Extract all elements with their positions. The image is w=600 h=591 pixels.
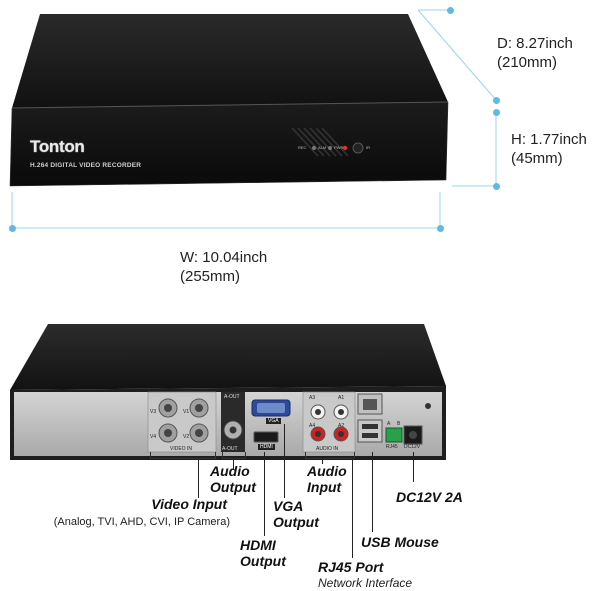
vga-leader — [284, 424, 285, 498]
front-vent-slots — [291, 127, 349, 157]
video-in-panel — [147, 391, 217, 453]
callout-dc-power-line1: DC12V 2A — [396, 489, 463, 505]
rj45-leader — [352, 458, 353, 558]
rear-top-surface — [10, 324, 446, 390]
width-dot-right — [437, 225, 444, 232]
usb-ports — [357, 419, 383, 443]
hdmi-leader — [264, 452, 265, 536]
depth-dot-bottom — [493, 97, 500, 104]
width-dot-left — [9, 225, 16, 232]
aout-bottom-label: A-OUT — [222, 446, 238, 452]
width-inch: W: 10.04inch — [180, 249, 268, 266]
bnc-label-v4: V4 — [150, 434, 157, 440]
callout-audio-output-line1: Audio — [210, 463, 250, 479]
bnc-label-v2: V2 — [183, 434, 190, 440]
bnc-label-v1: V1 — [183, 409, 190, 415]
width-dimension: W: 10.04inch (255mm) — [180, 248, 267, 286]
callout-hdmi-output-line1: HDMI — [240, 537, 276, 553]
led-pwr — [342, 145, 348, 151]
callout-usb-mouse-line1: USB Mouse — [361, 534, 439, 550]
rj45-label: RJ45 — [386, 444, 398, 450]
usb-leader — [372, 452, 373, 532]
depth-dimension: D: 8.27inch (210mm) — [497, 34, 573, 72]
rs485-terminal — [385, 427, 403, 443]
callout-audio-output: Audio Output — [210, 463, 256, 495]
dvr-top-surface — [12, 14, 448, 108]
audio-in-label-a4: A4 — [309, 423, 316, 429]
height-mm: (45mm) — [511, 150, 563, 167]
video-in-label: VIDEO IN — [170, 446, 192, 452]
height-dot-top — [493, 109, 500, 116]
callout-video-input-line1: Video Input — [151, 496, 227, 512]
terminal-label-b: B — [397, 421, 401, 427]
audio-in-label-a1: A1 — [338, 395, 345, 401]
led-alm — [328, 146, 332, 150]
vga-label: VGA — [266, 418, 281, 424]
video-in-bracket — [150, 452, 216, 459]
callout-hdmi-output-line2: Output — [240, 553, 286, 569]
depth-dim-line — [417, 9, 497, 101]
depth-inch: D: 8.27inch — [497, 35, 573, 52]
bnc-connectors — [158, 398, 209, 443]
model-label: H.264 DIGITAL VIDEO RECORDER — [30, 162, 142, 169]
audio-in-label-a3: A3 — [309, 395, 316, 401]
depth-dot-top — [447, 7, 454, 14]
callout-audio-input-line2: Input — [307, 479, 342, 495]
indicator-rec-label: REC — [298, 145, 307, 150]
callout-audio-output-line2: Output — [210, 479, 256, 495]
callout-video-input: Video Input (Analog, TVI, AHD, CVI, IP C… — [20, 496, 230, 530]
dvr-rear-illustration — [10, 324, 446, 460]
video-in-leader — [198, 458, 199, 498]
dc-label: DC12V — [404, 444, 421, 450]
callout-rj45-port-line1: RJ45 Port — [318, 559, 384, 575]
callout-audio-input-line1: Audio — [307, 463, 347, 479]
hdmi-label: HDMI — [258, 444, 275, 450]
callout-vga-output-line2: Output — [273, 514, 319, 530]
terminal-label-a: A — [387, 421, 391, 427]
led-rec — [312, 146, 316, 150]
hdmi-port — [253, 431, 279, 443]
dvr-front-illustration — [9, 9, 497, 229]
audio-in-panel — [302, 391, 356, 453]
height-dimension: H: 1.77inch (45mm) — [511, 130, 587, 168]
width-mm: (255mm) — [180, 268, 241, 285]
dc-leader — [413, 452, 414, 482]
callout-vga-output-line1: VGA — [273, 498, 304, 514]
ground-screw — [425, 403, 431, 409]
callout-video-input-sub: (Analog, TVI, AHD, CVI, IP Camera) — [53, 516, 230, 528]
callout-rj45-port-sub: Network Interface — [318, 576, 413, 590]
height-inch: H: 1.77inch — [511, 131, 587, 148]
ir-sensor — [352, 142, 364, 154]
callout-hdmi-output: HDMI Output — [240, 537, 286, 569]
audio-in-label-a2: A2 — [338, 423, 345, 429]
callout-vga-output: VGA Output — [273, 498, 319, 530]
aout-leader — [233, 458, 234, 470]
rca-connectors — [310, 404, 349, 442]
aout-top-label: A-OUT — [224, 394, 240, 400]
audio-in-bracket — [305, 452, 355, 459]
callout-audio-input: Audio Input — [307, 463, 347, 495]
aout-bracket — [222, 452, 246, 459]
indicator-pwr-label: PWR — [334, 145, 344, 150]
indicator-alm-label: ALM — [318, 145, 327, 150]
callout-usb-mouse: USB Mouse — [361, 534, 439, 550]
callout-rj45-port: RJ45 Port Network Interface — [318, 559, 412, 591]
bnc-label-v3: V3 — [150, 409, 157, 415]
ir-label: IR — [366, 145, 370, 150]
height-dot-bottom — [493, 183, 500, 190]
audio-in-label: AUDIO IN — [316, 446, 339, 452]
brand-logo: Tonton — [30, 137, 85, 156]
depth-mm: (210mm) — [497, 54, 558, 71]
callout-dc-power: DC12V 2A — [396, 489, 463, 505]
audio-in-leader — [322, 458, 323, 464]
